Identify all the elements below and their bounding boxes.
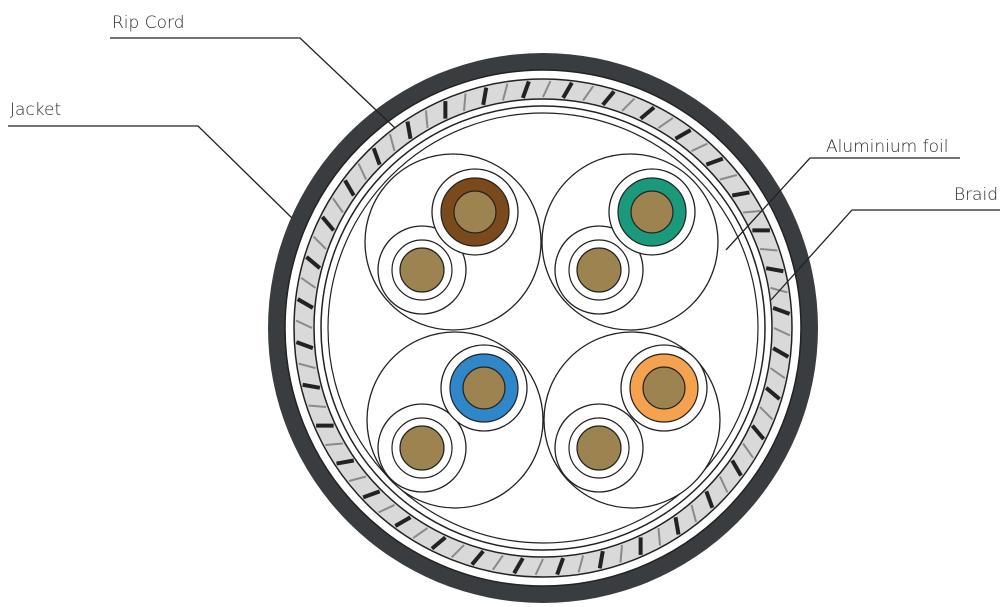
jacket-leader <box>8 126 292 218</box>
label-jacket: Jacket <box>10 100 61 120</box>
brown-pair-colored-conductor <box>454 191 496 233</box>
brown-pair-white-conductor <box>400 248 444 292</box>
orange-pair-white-conductor <box>577 426 621 470</box>
rip-cord-leader <box>110 38 395 128</box>
label-rip-cord: Rip Cord <box>112 13 184 33</box>
green-pair-white-conductor <box>577 248 621 292</box>
orange-pair-colored-conductor <box>643 367 685 409</box>
label-braid: Braid <box>954 185 998 205</box>
green-pair-colored-conductor <box>631 191 673 233</box>
blue-pair-colored-conductor <box>463 367 505 409</box>
blue-pair-white-conductor <box>400 426 444 470</box>
label-aluminium-foil: Aluminium foil <box>826 137 948 157</box>
